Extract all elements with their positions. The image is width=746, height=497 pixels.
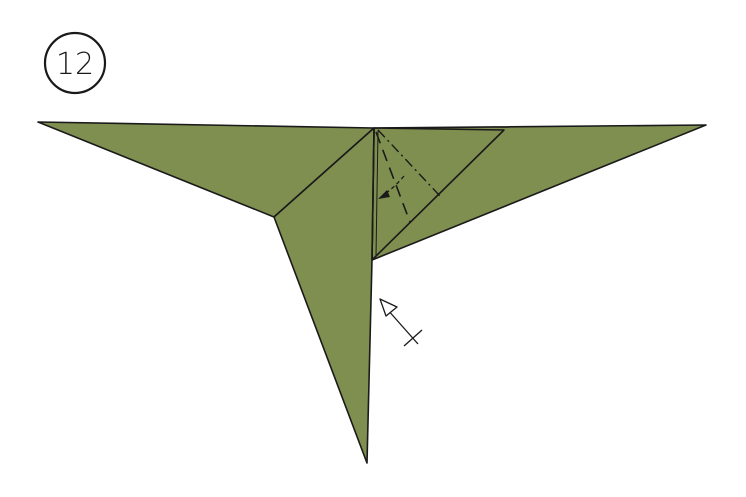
step-number: 12 bbox=[56, 47, 94, 82]
step-number-circle bbox=[43, 31, 107, 95]
step-number-badge: 12 bbox=[43, 31, 107, 95]
layer-edge-line bbox=[375, 129, 379, 257]
fold-arrow-icon bbox=[378, 175, 405, 199]
push-arrow-icon bbox=[379, 298, 423, 347]
mountain-fold-line bbox=[377, 129, 441, 197]
center-crease-line bbox=[371, 127, 375, 261]
valley-fold-line bbox=[375, 131, 411, 223]
